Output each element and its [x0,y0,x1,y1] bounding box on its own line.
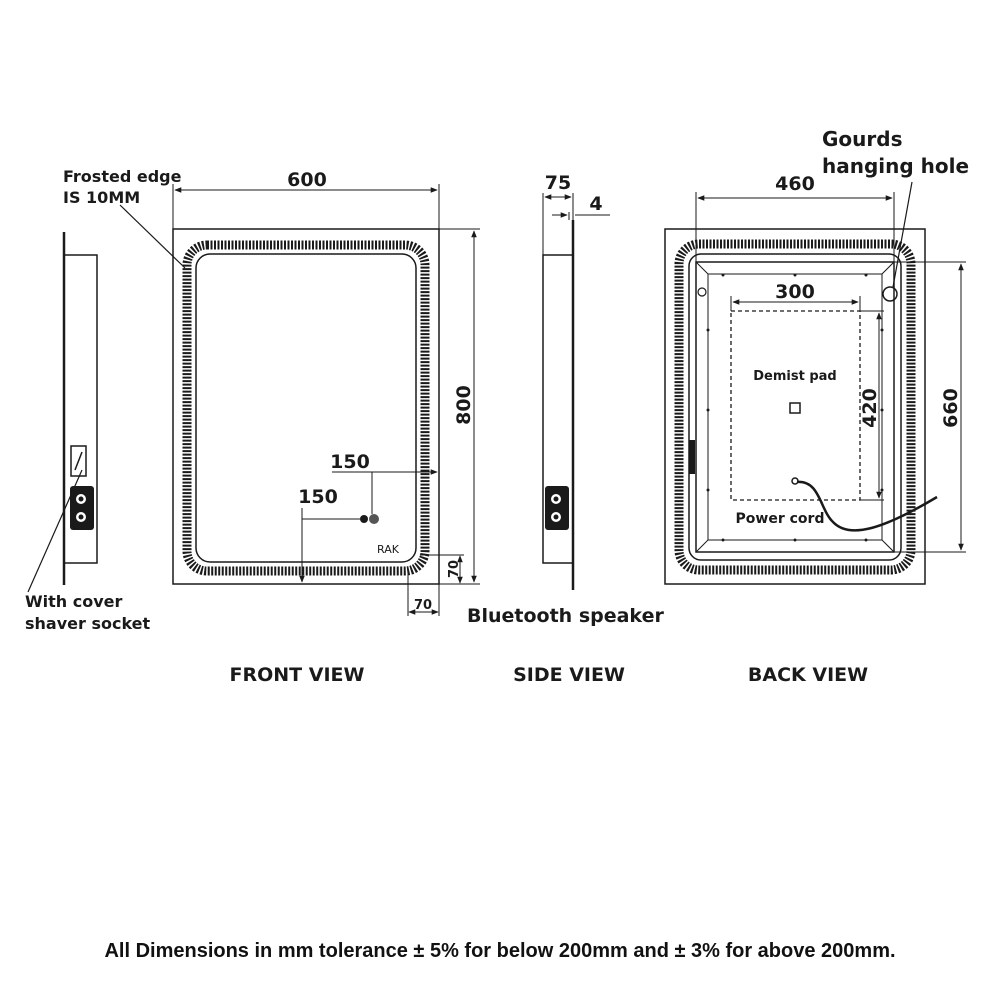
back-view-title: BACK VIEW [748,664,868,686]
shaver-socket-cover [70,445,87,477]
front-mirror-outline [172,228,440,585]
speaker-note: Bluetooth speaker [467,605,664,627]
back-frosted-band [674,239,916,575]
hanging-hole-leader [892,181,913,288]
hanging-hole-left [697,287,707,297]
frosted-note-line1: Frosted edge [63,167,182,186]
back-frame-inner [688,253,902,561]
back-switch [689,440,695,474]
left-profile [27,232,98,593]
front-height-dim: 800 [453,385,475,425]
frosted-note-line2: IS 10MM [63,188,140,207]
back-height-dim: 660 [940,388,962,428]
demist-pad-label: Demist pad [753,369,836,384]
mount-dots [706,273,884,542]
socket-note-line1: With cover [25,592,123,611]
side-view-drawing [542,193,610,590]
hanging-hole-right [882,286,898,302]
front-offset-h-dim: 150 [330,451,370,473]
side-view-title: SIDE VIEW [513,664,625,686]
back-mirror-outline [664,228,926,585]
back-panel-outer [695,261,895,553]
frosted-edge-leader [119,204,186,269]
back-view-drawing [664,181,966,585]
pad-height-dim: 420 [859,388,881,428]
power-cord-label: Power cord [736,511,825,527]
back-width-dim: 460 [775,173,815,195]
demist-pad [730,310,861,501]
front-speaker-dot [369,514,379,524]
front-sensor-dot [360,515,368,523]
hole-note-line2: hanging hole [822,154,969,178]
side-depth-dim: 75 [545,172,571,194]
hole-note-line1: Gourds [822,127,902,151]
bluetooth-speaker [545,486,569,530]
front-corner-h-dim: 70 [414,598,432,613]
front-view-drawing [119,184,480,616]
pad-width-dim: 300 [775,281,815,303]
tolerance-footer: All Dimensions in mm tolerance ± 5% for … [104,940,896,962]
brand-mark: RAK [377,543,400,556]
front-view-title: FRONT VIEW [230,664,365,686]
frosted-led-band [182,240,430,576]
front-glass-inner [195,253,417,563]
front-corner-v-dim: 70 [447,560,462,578]
side-glass-dim: 4 [589,193,602,215]
power-cord [796,480,938,532]
front-width-dim: 600 [287,169,327,191]
socket-leader [27,469,83,593]
shaver-socket [70,486,94,530]
front-offset-v-dim: 150 [298,486,338,508]
demist-pad-connector [789,402,801,414]
socket-note-line2: shaver socket [25,614,151,633]
